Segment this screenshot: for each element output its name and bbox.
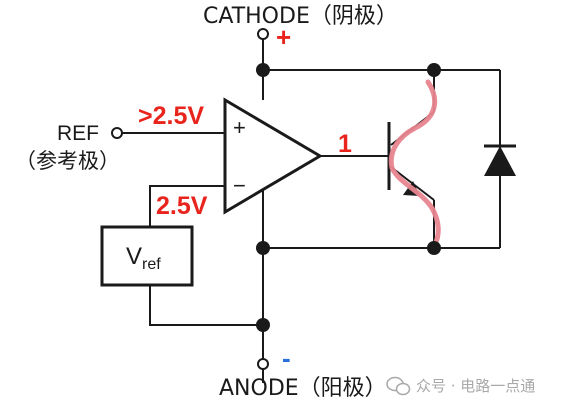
vref-label-main: V [126, 243, 142, 270]
output-level-label: 1 [338, 130, 352, 158]
current-path-highlight [388, 79, 441, 249]
wechat-logo-icon [386, 376, 411, 396]
vref-ground-node [256, 318, 270, 332]
cathode-plus-sign: + [276, 22, 291, 52]
op-amp-minus-input-sign: − [233, 173, 246, 198]
vref-voltage-label: 2.5V [156, 192, 208, 220]
ref-label-cn: （参考极） [15, 149, 120, 173]
cathode-label: CATHODE（阴极） [203, 4, 398, 29]
vref-ground-wire [149, 285, 263, 326]
anode-label: ANODE（阳极） [219, 376, 387, 401]
anode-terminal [257, 358, 269, 370]
diode-triangle-icon [484, 146, 516, 176]
ref-voltage-label: >2.5V [138, 102, 204, 130]
vref-box [100, 225, 194, 287]
watermark: 众号 · 电路一点通 [386, 376, 535, 396]
minus-input-wire [149, 185, 225, 226]
op-amp-triangle [223, 97, 323, 215]
watermark-text: 众号 · 电路一点通 [416, 377, 535, 395]
cathode-terminal [257, 28, 269, 40]
vref-label: Vref [126, 243, 161, 273]
top-node-left [256, 63, 270, 77]
ref-terminal [111, 127, 123, 139]
vref-label-sub: ref [142, 256, 161, 273]
anode-minus-sign: - [282, 343, 291, 373]
bottom-node-right [427, 241, 441, 255]
ref-label: REF [57, 122, 99, 145]
bottom-node-left [256, 241, 270, 255]
op-amp-plus-input-sign: + [233, 115, 246, 140]
